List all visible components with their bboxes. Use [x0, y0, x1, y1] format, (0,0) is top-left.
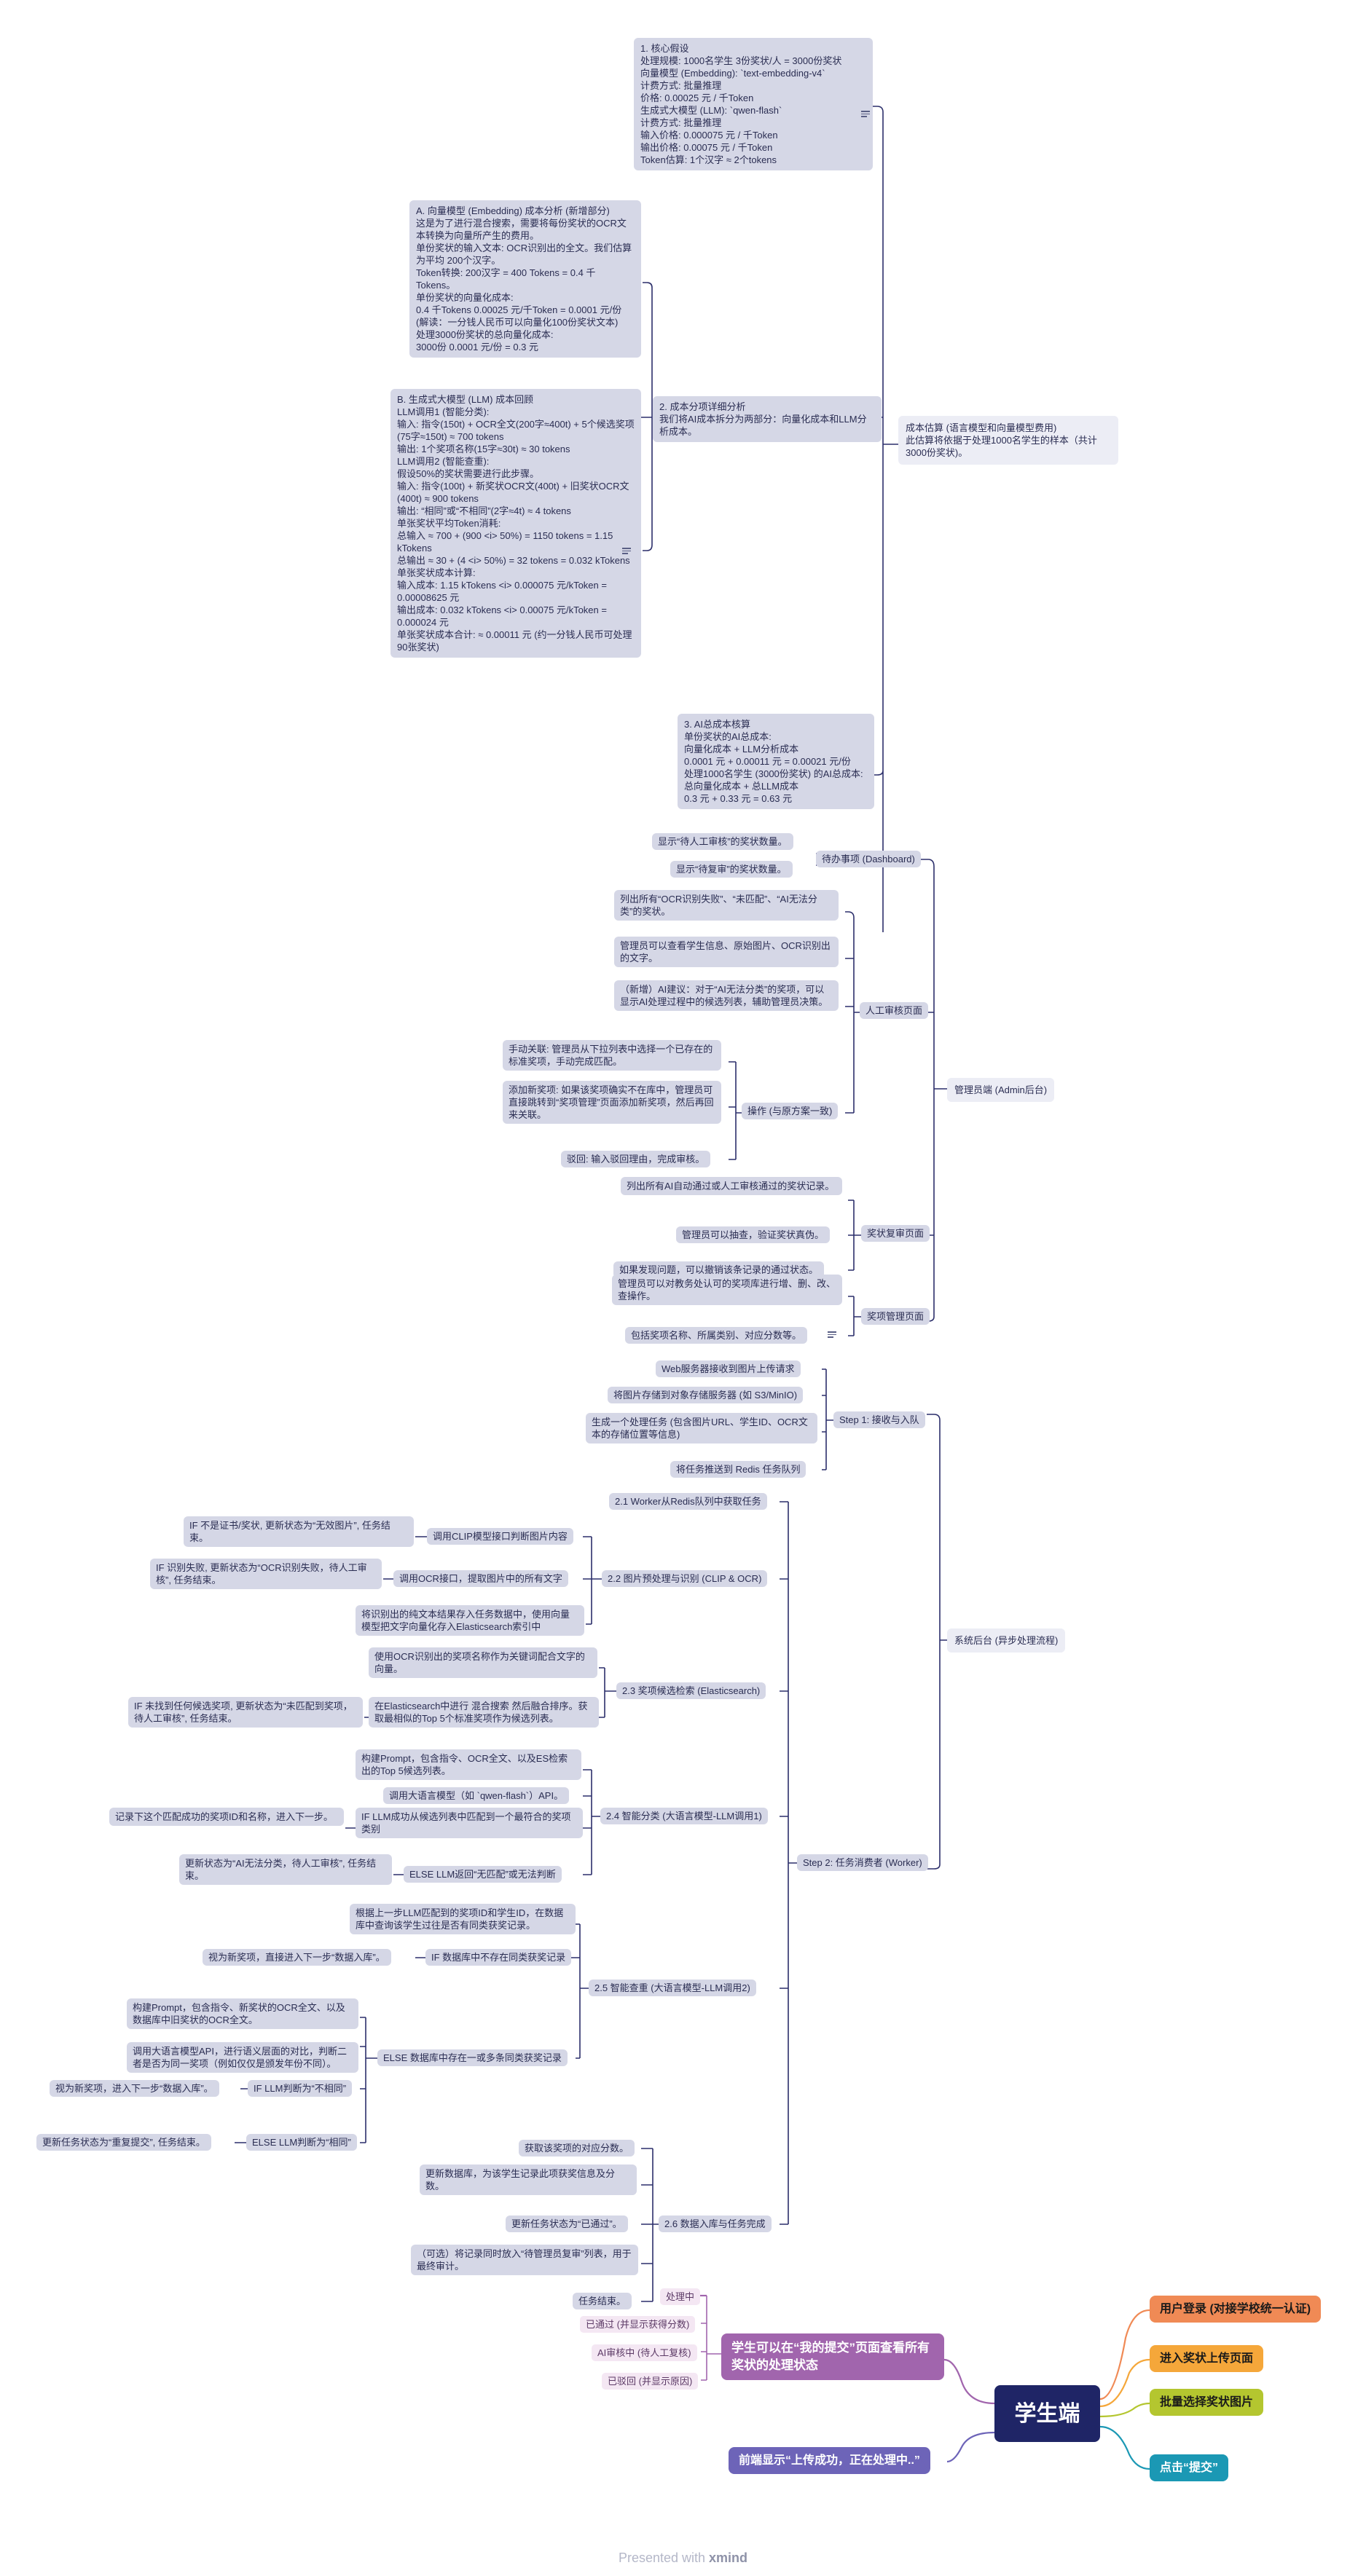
manual-ops-item[interactable]: 添加新奖项: 如果该奖项确实不在库中，管理员可直接跳转到“奖项管理”页面添加新奖…	[503, 1081, 721, 1124]
frontend-upload-success-node[interactable]: 前端显示“上传成功，正在处理中..”	[729, 2447, 930, 2474]
award-management-item[interactable]: 包括奖项名称、所属类别、对应分数等。	[625, 1327, 808, 1344]
student-status-node[interactable]: 学生可以在“我的提交”页面查看所有奖状的处理状态	[721, 2333, 944, 2380]
llm2-same-node[interactable]: ELSE LLM判断为“相同”	[246, 2134, 357, 2151]
step2-1-node[interactable]: 2.1 Worker从Redis队列中获取任务	[609, 1493, 767, 1510]
award-management-item[interactable]: 管理员可以对教务处认可的奖项库进行增、删、改、查操作。	[612, 1275, 842, 1305]
step2-6-item[interactable]: 更新数据库，为该学生记录此项获奖信息及分数。	[420, 2165, 637, 2195]
llm1-ok-child-node[interactable]: 记录下这个匹配成功的奖项ID和名称，进入下一步。	[109, 1808, 344, 1826]
clip-if-node[interactable]: IF 不是证书/奖状, 更新状态为“无效图片”, 任务结束。	[184, 1516, 414, 1547]
cost-llm-node[interactable]: B. 生成式大模型 (LLM) 成本回顾 LLM调用1 (智能分类): 输入: …	[390, 389, 641, 658]
admin-recheck-node[interactable]: 奖状复审页面	[861, 1225, 930, 1242]
step1-item[interactable]: 将图片存储到对象存储服务器 (如 S3/MinIO)	[608, 1387, 804, 1403]
status-ai-review-item[interactable]: AI审核中 (待人工复核)	[592, 2344, 697, 2361]
student-login-node[interactable]: 用户登录 (对接学校统一认证)	[1150, 2296, 1322, 2323]
backend-node[interactable]: 系统后台 (异步处理流程)	[947, 1628, 1066, 1653]
llm2-none-child-node[interactable]: 视为新奖项，直接进入下一步“数据入库”。	[203, 1949, 391, 1966]
step2-6-item[interactable]: 获取该奖项的对应分数。	[519, 2140, 635, 2156]
recheck-item[interactable]: 如果发现问题，可以撤销该条记录的通过状态。	[613, 1261, 825, 1278]
ocr-store-node[interactable]: 将识别出的纯文本结果存入任务数据中，使用向量模型把文字向量化存入Elastics…	[356, 1605, 584, 1636]
llm2-same-child-node[interactable]: 更新任务状态为“重复提交”, 任务结束。	[36, 2134, 211, 2151]
manual-ops-node[interactable]: 操作 (与原方案一致)	[742, 1103, 839, 1119]
cost-core-assumptions-node[interactable]: 1. 核心假设 处理规模: 1000名学生 3份奖状/人 = 3000份奖状 向…	[634, 38, 873, 170]
cost-total-node[interactable]: 3. AI总成本核算 单份奖状的AI总成本: 向量化成本 + LLM分析成本 0…	[678, 714, 874, 809]
step2-2-node[interactable]: 2.2 图片预处理与识别 (CLIP & OCR)	[602, 1570, 768, 1587]
xmind-brand: xmind	[709, 2551, 748, 2565]
llm1-call-node[interactable]: 调用大语言模型（如 `qwen-flash`）API。	[383, 1787, 570, 1804]
admin-manual-review-node[interactable]: 人工审核页面	[860, 1002, 929, 1019]
step2-6-node[interactable]: 2.6 数据入库与任务完成	[659, 2215, 772, 2232]
student-select-images-node[interactable]: 批量选择奖状图片	[1150, 2389, 1264, 2416]
student-submit-node[interactable]: 点击“提交”	[1150, 2454, 1229, 2481]
es-keyword-node[interactable]: 使用OCR识别出的奖项名称作为关键词配合文字的向量。	[369, 1647, 597, 1678]
es-search-node[interactable]: 在Elasticsearch中进行 混合搜索 然后融合排序。获取最相似的Top …	[369, 1697, 599, 1728]
note-icon	[861, 111, 870, 118]
clip-check-node[interactable]: 调用CLIP模型接口判断图片内容	[427, 1528, 573, 1545]
manual-ops-item[interactable]: 手动关联: 管理员从下拉列表中选择一个已存在的标准奖项，手动完成匹配。	[503, 1040, 721, 1071]
cost-estimation-node[interactable]: 成本估算 (语言模型和向量模型费用) 此估算将依据于处理1000名学生的样本（共…	[898, 416, 1118, 465]
recheck-item[interactable]: 管理员可以抽查，验证奖状真伪。	[676, 1226, 831, 1243]
llm1-ok-node[interactable]: IF LLM成功从候选列表中匹配到一个最符合的奖项类别	[356, 1808, 583, 1838]
presented-text: Presented with	[618, 2551, 706, 2565]
ocr-if-node[interactable]: IF 识别失败, 更新状态为“OCR识别失败，待人工审核”, 任务结束。	[150, 1559, 382, 1589]
llm2-exist-call-node[interactable]: 调用大语言模型API，进行语义层面的对比，判断二者是否为同一奖项（例如仅仅是颁发…	[127, 2042, 358, 2073]
cost-embedding-node[interactable]: A. 向量模型 (Embedding) 成本分析 (新增部分) 这是为了进行混合…	[409, 200, 641, 358]
note-icon	[828, 1331, 836, 1339]
step1-item[interactable]: Web服务器接收到图片上传请求	[656, 1360, 801, 1377]
root-node-student[interactable]: 学生端	[994, 2385, 1100, 2442]
note-icon	[622, 548, 631, 555]
manual-ops-item[interactable]: 驳回: 输入驳回理由，完成审核。	[561, 1151, 711, 1167]
admin-award-management-node[interactable]: 奖项管理页面	[861, 1308, 930, 1325]
manual-review-item[interactable]: （新增）AI建议：对于“AI无法分类”的奖项，可以显示AI处理过程中的候选列表，…	[614, 980, 839, 1011]
step1-item[interactable]: 将任务推送到 Redis 任务队列	[670, 1461, 806, 1478]
cost-detail-node[interactable]: 2. 成本分项详细分析 我们将AI成本拆分为两部分：向量化成本和LLM分析成本。	[653, 396, 882, 442]
ocr-extract-node[interactable]: 调用OCR接口，提取图片中的所有文字	[393, 1570, 568, 1587]
manual-review-item[interactable]: 列出所有“OCR识别失败”、“未匹配”、“AI无法分类”的奖状。	[614, 890, 839, 921]
dashboard-item[interactable]: 显示“待复审”的奖状数量。	[670, 861, 793, 878]
status-processing-item[interactable]: 处理中	[660, 2288, 701, 2305]
admin-dashboard-node[interactable]: 待办事项 (Dashboard)	[816, 851, 921, 867]
llm2-diff-node[interactable]: IF LLM判断为“不相同”	[248, 2080, 353, 2097]
llm1-prompt-node[interactable]: 构建Prompt，包含指令、OCR全文、以及ES检索出的Top 5候选列表。	[356, 1749, 581, 1780]
dashboard-item[interactable]: 显示“待人工审核”的奖状数量。	[652, 833, 793, 850]
step2-5-node[interactable]: 2.5 智能查重 (大语言模型-LLM调用2)	[589, 1980, 756, 1996]
xmind-footer: Presented with xmind	[0, 2551, 1366, 2566]
llm2-diff-child-node[interactable]: 视为新奖项，进入下一步“数据入库”。	[50, 2080, 219, 2097]
llm2-query-node[interactable]: 根据上一步LLM匹配到的奖项ID和学生ID，在数据库中查询该学生过往是否有同类获…	[350, 1904, 576, 1934]
step2-node[interactable]: Step 2: 任务消费者 (Worker)	[797, 1854, 928, 1871]
step2-4-node[interactable]: 2.4 智能分类 (大语言模型-LLM调用1)	[600, 1808, 768, 1824]
llm1-fail-node[interactable]: ELSE LLM返回“无匹配”或无法判断	[404, 1866, 562, 1883]
status-passed-item[interactable]: 已通过 (并显示获得分数)	[580, 2316, 696, 2333]
llm2-exist-prompt-node[interactable]: 构建Prompt，包含指令、新奖状的OCR全文、以及数据库中旧奖状的OCR全文。	[127, 1998, 358, 2029]
llm2-none-node[interactable]: IF 数据库中不存在同类获奖记录	[425, 1949, 572, 1966]
step2-3-node[interactable]: 2.3 奖项候选检索 (Elasticsearch)	[616, 1682, 766, 1699]
step2-6-item[interactable]: 更新任务状态为“已通过”。	[506, 2215, 628, 2232]
step1-item[interactable]: 生成一个处理任务 (包含图片URL、学生ID、OCR文本的存储位置等信息)	[586, 1413, 817, 1443]
status-rejected-item[interactable]: 已驳回 (并显示原因)	[602, 2373, 699, 2390]
es-if-node[interactable]: IF 未找到任何候选奖项, 更新状态为“未匹配到奖项，待人工审核”, 任务结束。	[128, 1697, 363, 1728]
step2-6-item[interactable]: （可选）将记录同时放入“待管理员复审”列表，用于最终审计。	[411, 2245, 638, 2275]
manual-review-item[interactable]: 管理员可以查看学生信息、原始图片、OCR识别出的文字。	[614, 937, 839, 967]
llm1-fail-child-node[interactable]: 更新状态为“AI无法分类，待人工审核”, 任务结束。	[179, 1854, 392, 1885]
student-upload-page-node[interactable]: 进入奖状上传页面	[1150, 2345, 1264, 2372]
llm2-exist-node[interactable]: ELSE 数据库中存在一或多条同类获奖记录	[377, 2049, 568, 2066]
step2-6-item[interactable]: 任务结束。	[573, 2293, 632, 2309]
step1-node[interactable]: Step 1: 接收与入队	[833, 1411, 925, 1428]
recheck-item[interactable]: 列出所有AI自动通过或人工审核通过的奖状记录。	[621, 1177, 842, 1195]
admin-node[interactable]: 管理员端 (Admin后台)	[947, 1078, 1055, 1102]
